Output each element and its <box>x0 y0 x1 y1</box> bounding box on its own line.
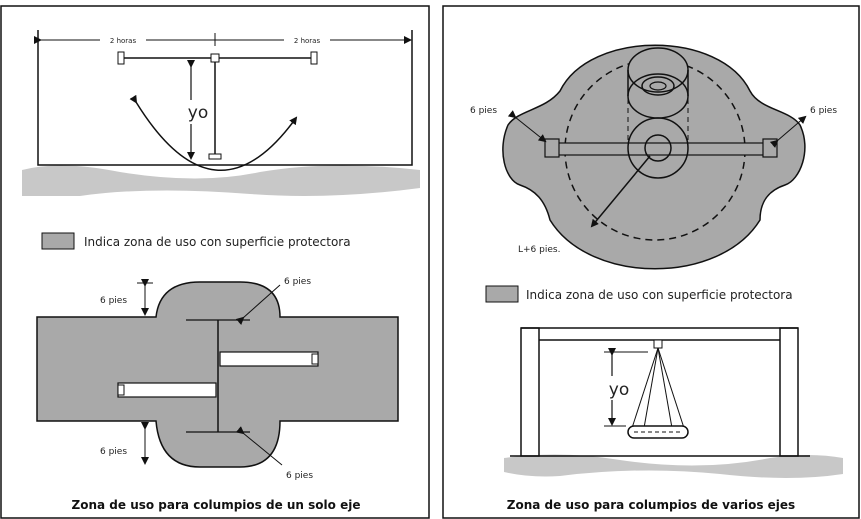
legend-text-left: Indica zona de uso con superficie protec… <box>84 235 351 249</box>
legend-swatch-left <box>41 232 75 250</box>
caption-right: Zona de uso para columpios de varios eje… <box>507 498 795 512</box>
single-axis-swing-elevation: 2 horas 2 horas yo <box>22 30 420 196</box>
single-axis-use-zone: 6 pies 6 pies 6 pies 6 pies <box>36 277 399 481</box>
ground-right <box>504 454 843 478</box>
six-pies-top-right: 6 pies <box>284 277 311 287</box>
use-zone-circle <box>502 44 806 270</box>
yo-label-bottom: yo <box>609 380 629 400</box>
caption-left: Zona de uso para columpios de un solo ej… <box>72 498 361 512</box>
yo-label-top: yo <box>188 103 208 123</box>
legend-swatch-right <box>485 285 519 303</box>
frame-outline <box>37 30 413 166</box>
six-pies-bottom-right: 6 pies <box>286 471 313 481</box>
six-pies-bottom-left: 6 pies <box>100 447 127 457</box>
ground-left <box>22 165 420 196</box>
six-pies-left: 6 pies <box>470 106 497 116</box>
multi-axis-swing-elevation: yo <box>504 327 843 478</box>
swing-arc <box>129 94 298 171</box>
multi-axis-use-zone: L+6 pies. 6 pies 6 pies <box>470 44 837 270</box>
six-pies-top-left: 6 pies <box>100 296 127 306</box>
legend-left: Indica zona de uso con superficie protec… <box>41 232 351 250</box>
left-panel: 2 horas 2 horas yo Indica zona de uso co… <box>0 5 430 519</box>
dim-label-right: 2 horas <box>294 37 321 45</box>
dim-label-left: 2 horas <box>110 37 137 45</box>
left-panel-border <box>0 5 430 519</box>
right-panel: L+6 pies. 6 pies 6 pies Indica zona de u… <box>442 5 860 519</box>
six-pies-right: 6 pies <box>810 106 837 116</box>
radius-label: L+6 pies. <box>518 245 560 255</box>
right-panel-border <box>442 5 860 519</box>
legend-right: Indica zona de uso con superficie protec… <box>485 285 793 303</box>
legend-text-right: Indica zona de uso con superficie protec… <box>526 288 793 302</box>
